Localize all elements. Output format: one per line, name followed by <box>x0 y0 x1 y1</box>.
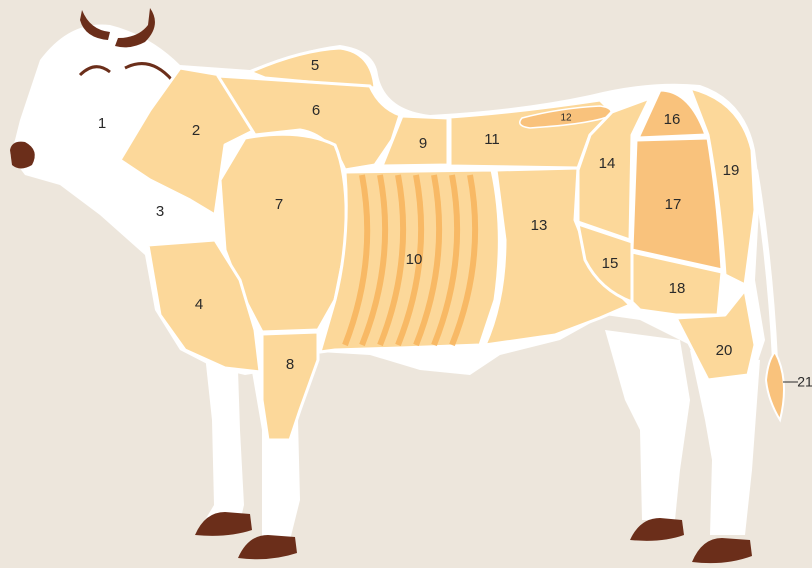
label-12: 12 <box>560 113 572 124</box>
label-9: 9 <box>419 135 427 152</box>
label-6: 6 <box>312 102 320 119</box>
hoof-icon <box>630 518 684 541</box>
label-19: 19 <box>723 162 740 179</box>
tail-tip-cut-21 <box>766 352 784 420</box>
label-21: 21 <box>797 374 812 390</box>
label-16: 16 <box>664 111 681 128</box>
front-left-leg <box>205 355 244 522</box>
label-13: 13 <box>531 217 548 234</box>
label-14: 14 <box>599 155 616 172</box>
label-20: 20 <box>716 342 733 359</box>
hoof-icon <box>195 512 252 536</box>
label-7: 7 <box>275 196 283 213</box>
label-5: 5 <box>311 57 319 74</box>
label-15: 15 <box>602 255 619 272</box>
label-3: 3 <box>156 203 164 220</box>
label-18: 18 <box>669 280 686 297</box>
label-11: 11 <box>484 131 500 148</box>
label-10: 10 <box>406 251 423 268</box>
rear-left-leg <box>605 330 690 520</box>
label-2: 2 <box>192 122 200 139</box>
label-8: 8 <box>286 356 294 373</box>
label-17: 17 <box>665 196 682 213</box>
label-4: 4 <box>195 296 203 313</box>
cut-8 <box>262 332 318 440</box>
hoof-icon <box>238 535 297 559</box>
hoof-icon <box>692 538 752 563</box>
label-1: 1 <box>98 115 106 132</box>
